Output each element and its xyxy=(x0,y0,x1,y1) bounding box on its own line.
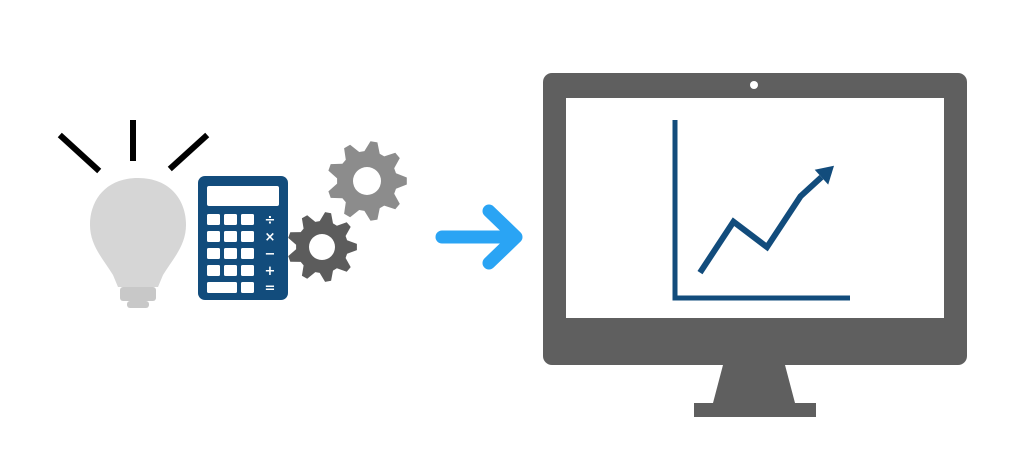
calculator-key xyxy=(241,214,254,225)
monitor-neck xyxy=(713,365,795,403)
gear-icon xyxy=(328,141,407,221)
bulb-cap xyxy=(127,301,149,308)
gear-body xyxy=(328,141,407,221)
gear-icon xyxy=(288,212,357,282)
chart-series xyxy=(697,165,834,275)
monitor-camera xyxy=(750,81,758,89)
calculator-operator: − xyxy=(265,247,276,262)
calculator-key xyxy=(241,282,254,293)
calculator-display xyxy=(207,186,279,206)
calculator-key xyxy=(241,248,254,259)
bulb-glass xyxy=(90,178,186,287)
calculator-key xyxy=(224,231,237,242)
calculator-key xyxy=(241,231,254,242)
bulb-base xyxy=(120,287,156,301)
bulb-ray-right xyxy=(167,132,210,172)
bulb-ray-left xyxy=(57,132,102,174)
chart-trend-line xyxy=(697,174,824,275)
calculator-key xyxy=(207,214,220,225)
monitor-icon xyxy=(543,73,967,417)
calculator-key xyxy=(207,265,220,276)
calculator-key xyxy=(207,231,220,242)
calculator-operator: × xyxy=(265,230,276,245)
monitor-stand-base xyxy=(694,403,816,417)
arrow-right-icon xyxy=(435,204,523,270)
calculator-icon: ÷ × − + = xyxy=(198,176,288,300)
chart-arrowhead xyxy=(814,165,834,185)
lightbulb-icon xyxy=(57,120,210,308)
calculator-keypad: ÷ × − + = xyxy=(207,213,275,296)
trend-chart-icon xyxy=(672,120,850,301)
gear-body xyxy=(288,212,357,282)
calculator-key xyxy=(224,214,237,225)
arrow-head xyxy=(482,204,523,270)
calculator-key xyxy=(224,248,237,259)
calculator-key xyxy=(207,248,220,259)
calculator-key xyxy=(224,265,237,276)
monitor-screen xyxy=(566,98,944,318)
chart-axes xyxy=(672,120,850,301)
calculator-operator: = xyxy=(265,281,276,296)
calculator-operator: ÷ xyxy=(265,213,276,228)
calculator-key-wide xyxy=(207,282,237,293)
calculator-operator: + xyxy=(265,264,276,279)
calculator-key xyxy=(241,265,254,276)
